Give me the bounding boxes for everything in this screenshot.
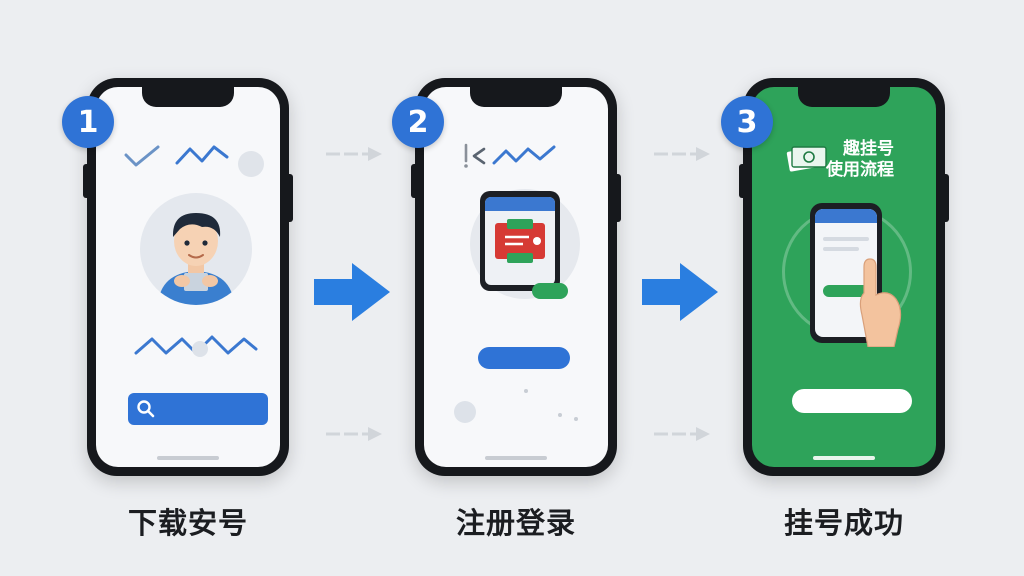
mini-phone	[480, 191, 560, 291]
decor-dot	[574, 417, 578, 421]
home-indicator	[813, 456, 875, 460]
ticket-icon	[495, 219, 545, 263]
step-number-badge: 1	[62, 96, 114, 148]
phone-notch	[470, 87, 562, 107]
green-tag	[532, 283, 568, 299]
faint-arrow-icon	[326, 427, 382, 441]
phone-step-3: 趣挂号 使用流程	[739, 78, 949, 476]
zigzag-decoration	[464, 143, 556, 168]
faint-arrow-icon	[654, 147, 710, 161]
user-avatar	[140, 193, 252, 305]
step-caption: 注册登录	[455, 506, 576, 540]
app-title: 趣挂号 使用流程	[826, 139, 894, 181]
hand-icon	[859, 258, 902, 347]
confirm-pill	[823, 285, 871, 297]
phone-notch	[142, 87, 234, 107]
home-indicator	[157, 456, 219, 460]
app-title-line1: 趣挂号	[843, 139, 894, 159]
search-bar[interactable]	[128, 393, 268, 425]
decor-dot	[238, 151, 264, 177]
flow-arrow-1-to-2	[314, 263, 390, 321]
step-caption: 下载安号	[127, 506, 248, 540]
login-button[interactable]	[478, 347, 570, 369]
faint-arrow-icon	[326, 147, 382, 161]
screen-register-login	[424, 87, 608, 467]
home-indicator	[485, 456, 547, 460]
app-title-line2: 使用流程	[826, 160, 894, 180]
check-icon	[124, 145, 160, 167]
screen-booking-success: 趣挂号 使用流程	[752, 87, 936, 467]
faint-arrow-icon	[654, 427, 710, 441]
step-number-badge: 3	[721, 96, 773, 148]
step-caption: 挂号成功	[783, 506, 904, 540]
done-button[interactable]	[792, 389, 912, 413]
decor-dot	[558, 413, 562, 417]
phone-step-2	[411, 78, 621, 476]
search-icon	[137, 400, 155, 418]
decor-dot	[454, 401, 476, 423]
decor-dot	[192, 341, 208, 357]
screen-download	[96, 87, 280, 467]
phone-step-1	[83, 78, 293, 476]
phone-notch	[798, 87, 890, 107]
zigzag-decoration	[175, 145, 229, 165]
step-number-badge: 2	[392, 96, 444, 148]
money-icon	[786, 146, 827, 172]
flow-arrow-2-to-3	[642, 263, 718, 321]
decor-dot	[524, 389, 528, 393]
